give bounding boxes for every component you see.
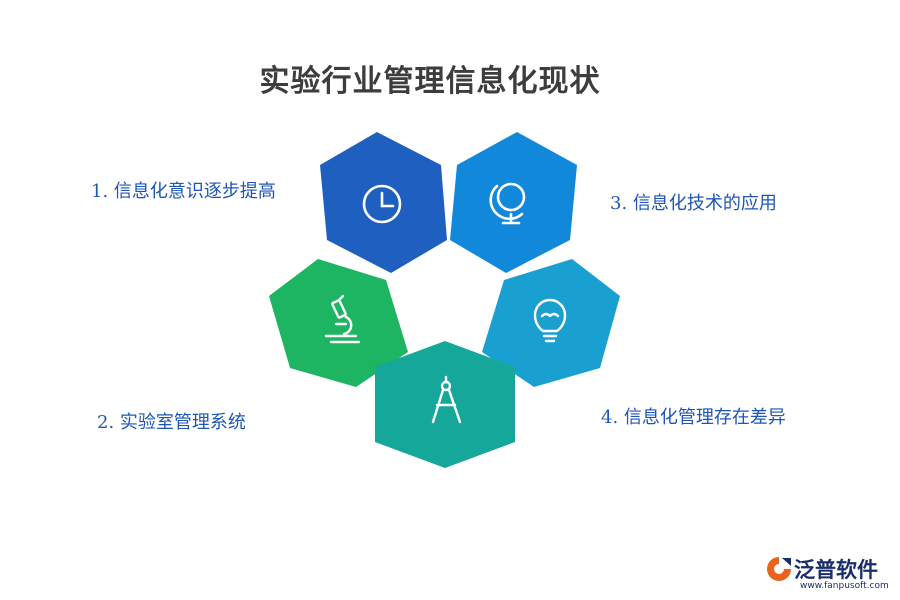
hexagon-3-shape xyxy=(450,132,577,273)
item-label-4: 4. 信息化管理存在差异 xyxy=(601,407,786,428)
item-label-3: 3. 信息化技术的应用 xyxy=(610,193,777,214)
globe-icon xyxy=(489,182,526,225)
hexagon-1 xyxy=(320,132,447,273)
logo-url: www.fanpusoft.com xyxy=(800,581,889,591)
logo-mark-icon xyxy=(767,557,791,581)
hexagon-3 xyxy=(450,132,577,273)
clock-icon xyxy=(362,184,402,224)
brand-logo: 泛普软件 www.fanpusoft.com xyxy=(764,552,894,596)
hexagon-5 xyxy=(375,341,515,468)
item-label-1: 1. 信息化意识逐步提高 xyxy=(91,181,276,202)
hexagon-1-shape xyxy=(320,132,447,273)
hexagon-2 xyxy=(269,259,408,387)
compass-icon xyxy=(431,375,462,424)
lightbulb-icon xyxy=(533,298,567,343)
microscope-icon xyxy=(324,294,361,344)
item-label-2: 2. 实验室管理系统 xyxy=(97,412,246,433)
page-title: 实验行业管理信息化现状 xyxy=(259,64,601,99)
hexagon-4 xyxy=(482,259,620,387)
logo-name: 泛普软件 xyxy=(794,558,878,582)
hexagon-4-shape xyxy=(482,259,620,387)
